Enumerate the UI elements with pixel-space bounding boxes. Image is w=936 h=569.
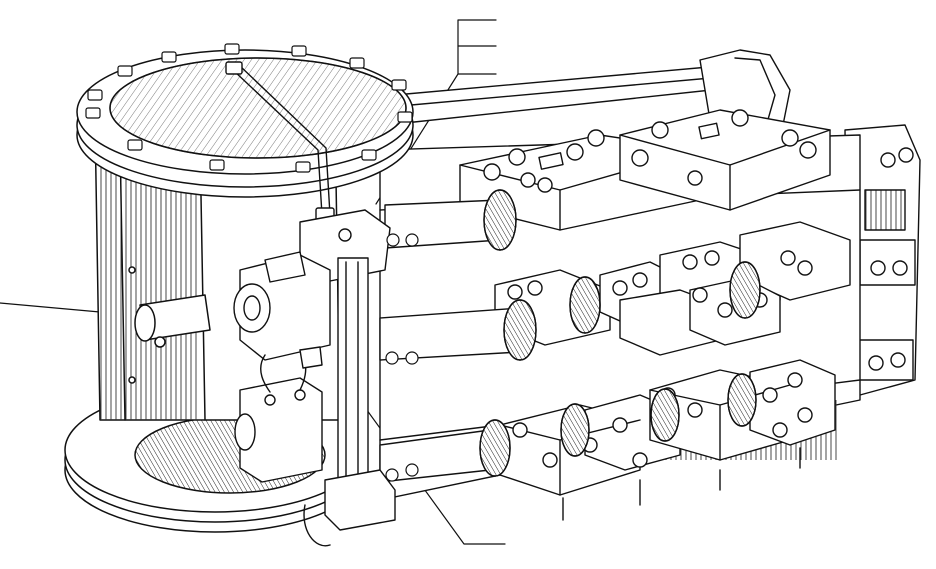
valve-assembly [233,209,396,547]
top-carriage-blocks [459,109,831,231]
callout-top-left [375,19,497,205]
right-end-bracket [844,124,921,396]
frame-bolts [385,233,419,482]
feed-pipe [225,61,335,223]
bottom-carriage-blocks [499,359,836,521]
horizontal-shafts [379,189,761,483]
